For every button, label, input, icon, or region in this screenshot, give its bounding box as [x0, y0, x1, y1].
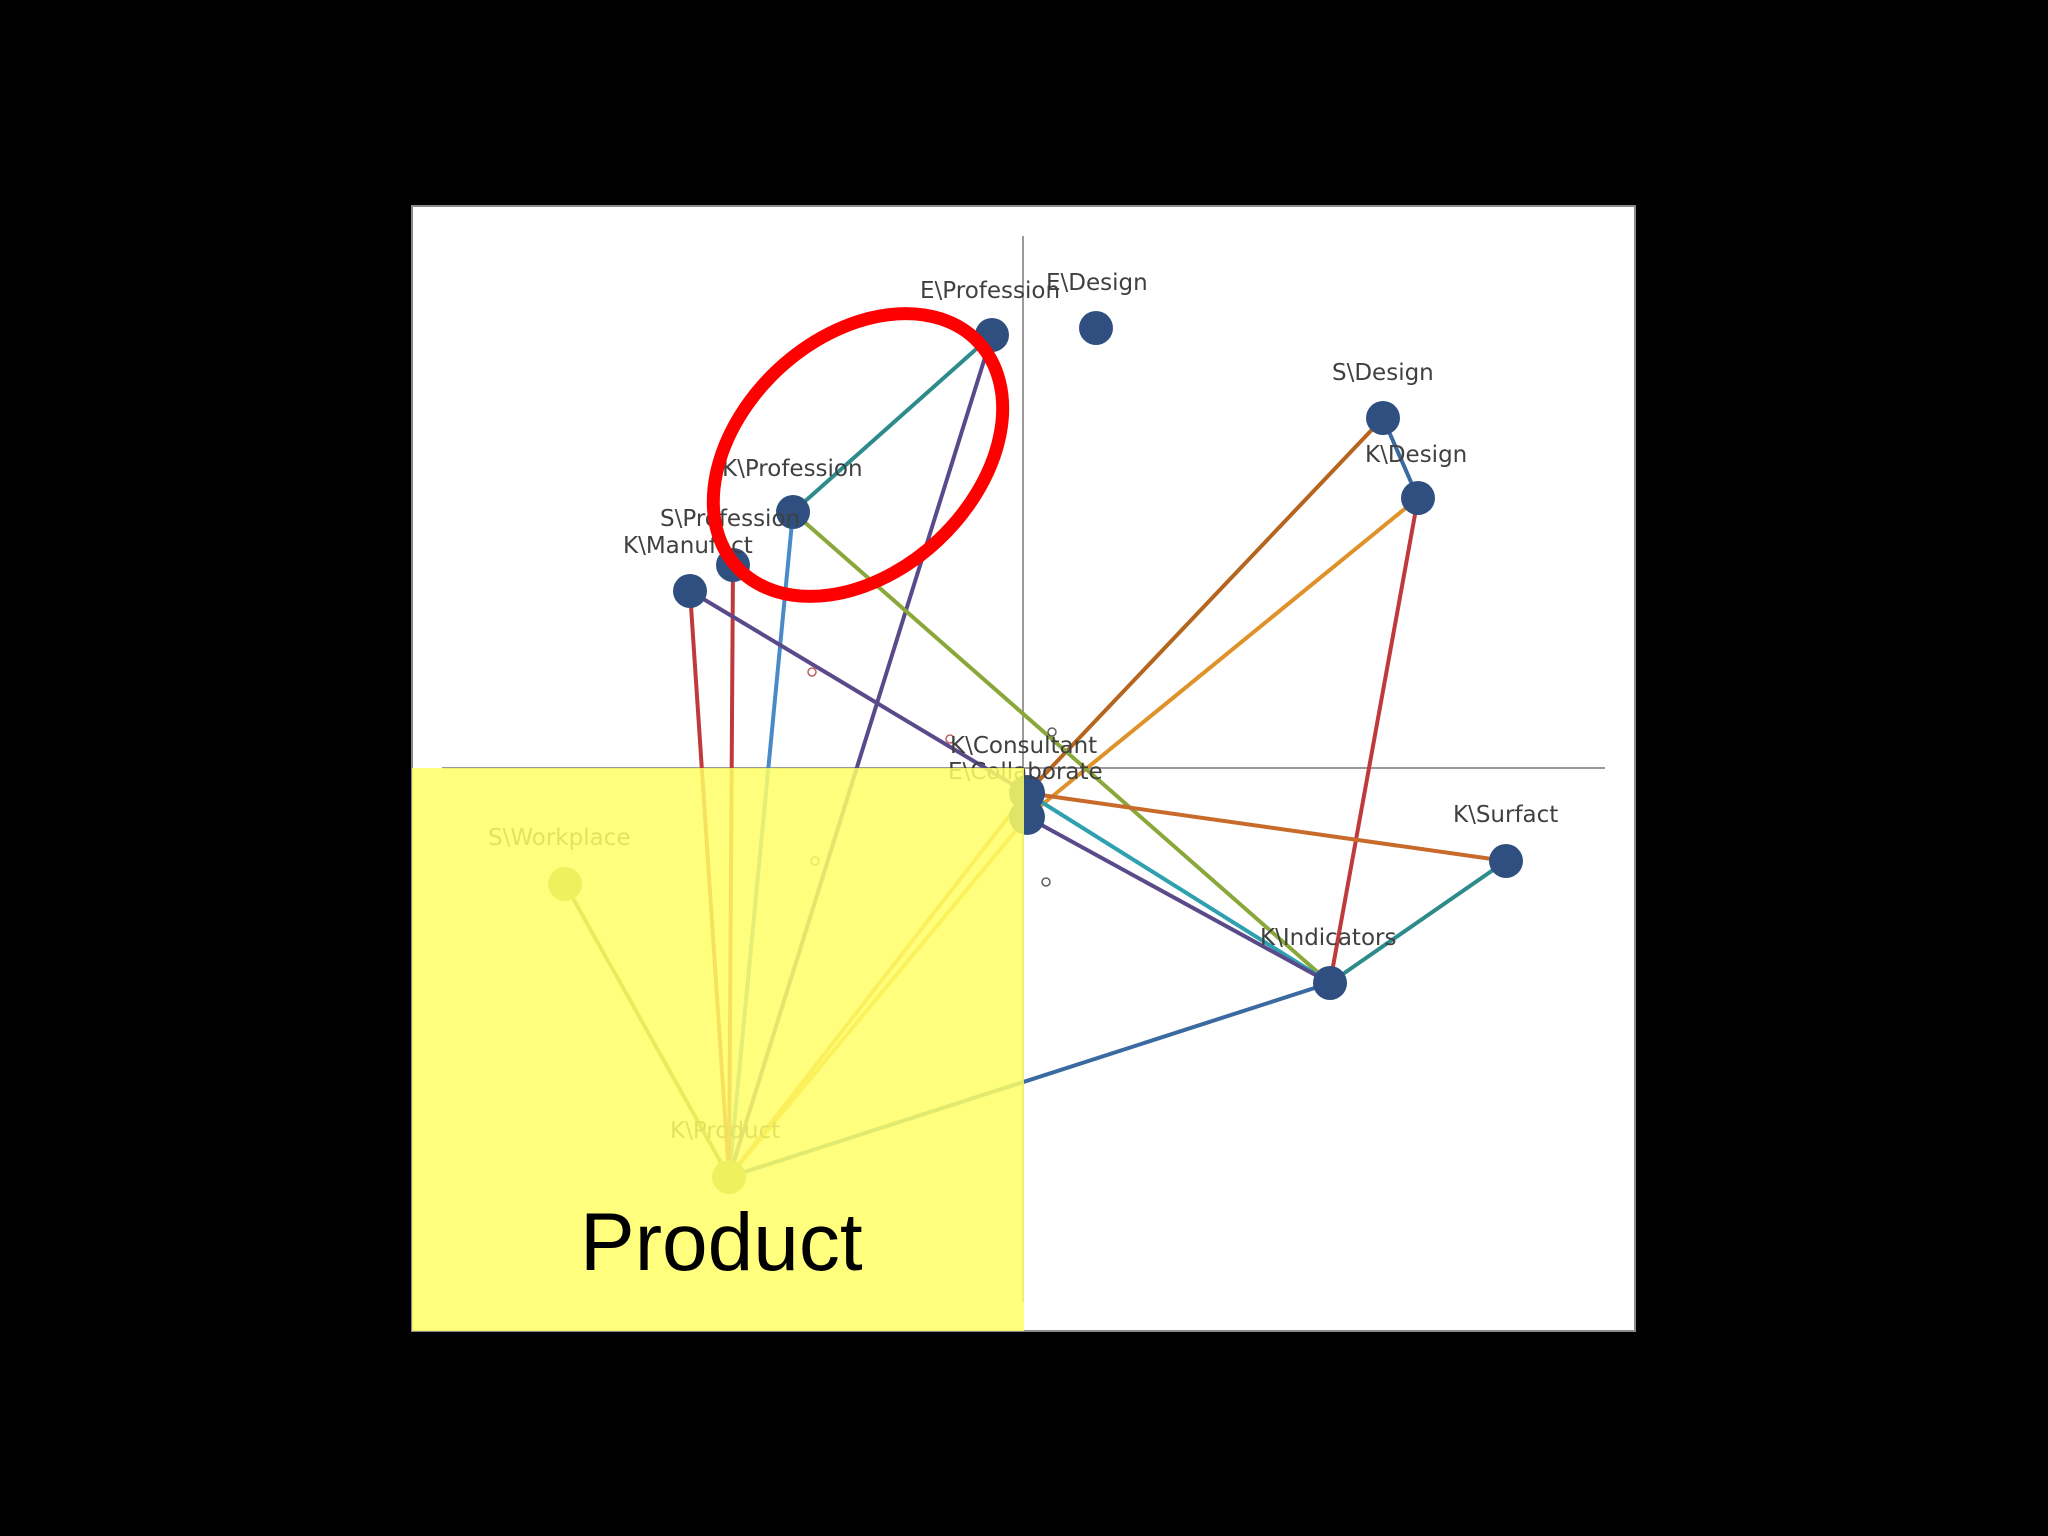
- node-k-indicators: K\Indicators: [1260, 925, 1396, 1000]
- edge-k-surfact-k-indicators: [1328, 859, 1508, 985]
- edge-k-manufact-k-consultant: [688, 589, 1029, 795]
- node-label: K\Design: [1365, 442, 1467, 468]
- node-k-design: K\Design: [1365, 442, 1467, 515]
- node-k-surfact: K\Surfact: [1453, 802, 1558, 878]
- node-label: E\Design: [1046, 270, 1148, 296]
- edge-k-design-e-collaborate: [1025, 496, 1420, 819]
- node-marker: [1489, 844, 1523, 878]
- minor-point: [1047, 727, 1057, 737]
- edge-k-consultant-k-indicators: [1025, 791, 1332, 985]
- node-k-profession: K\Profession: [722, 456, 863, 529]
- edge-s-design-k-consultant: [1025, 416, 1385, 795]
- node-label: K\Profession: [722, 456, 863, 482]
- minor-point: [1041, 877, 1051, 887]
- node-marker: [1366, 401, 1400, 435]
- node-label: K\Surfact: [1453, 802, 1558, 828]
- node-marker: [673, 574, 707, 608]
- node-marker: [1401, 481, 1435, 515]
- minor-point: [807, 667, 817, 677]
- edge-e-collaborate-k-indicators: [1026, 815, 1331, 985]
- node-label: E\Profession: [920, 278, 1060, 304]
- node-marker: [1079, 311, 1113, 345]
- node-label: S\Design: [1332, 360, 1434, 386]
- node-label: K\Indicators: [1260, 925, 1396, 951]
- product-quadrant-highlight: [412, 768, 1024, 1331]
- edge-e-profession-k-profession: [791, 333, 994, 514]
- overlay-title: Product: [580, 1197, 863, 1288]
- node-e-profession: E\Profession: [920, 278, 1060, 352]
- node-s-design: S\Design: [1332, 360, 1434, 435]
- node-label: S\Profession: [660, 506, 800, 532]
- node-label: K\Consultant: [950, 733, 1097, 759]
- node-marker: [776, 495, 810, 529]
- minor-point: [945, 734, 955, 744]
- edge-k-profession-k-indicators: [791, 510, 1332, 985]
- node-e-design: E\Design: [1046, 270, 1148, 345]
- red-circle-annotation: [706, 307, 1010, 603]
- edge-k-consultant-k-surfact: [1026, 791, 1507, 863]
- node-k-manufact: K\Manufact: [623, 533, 753, 608]
- node-marker: [1313, 966, 1347, 1000]
- edge-k-design-k-indicators: [1328, 497, 1420, 984]
